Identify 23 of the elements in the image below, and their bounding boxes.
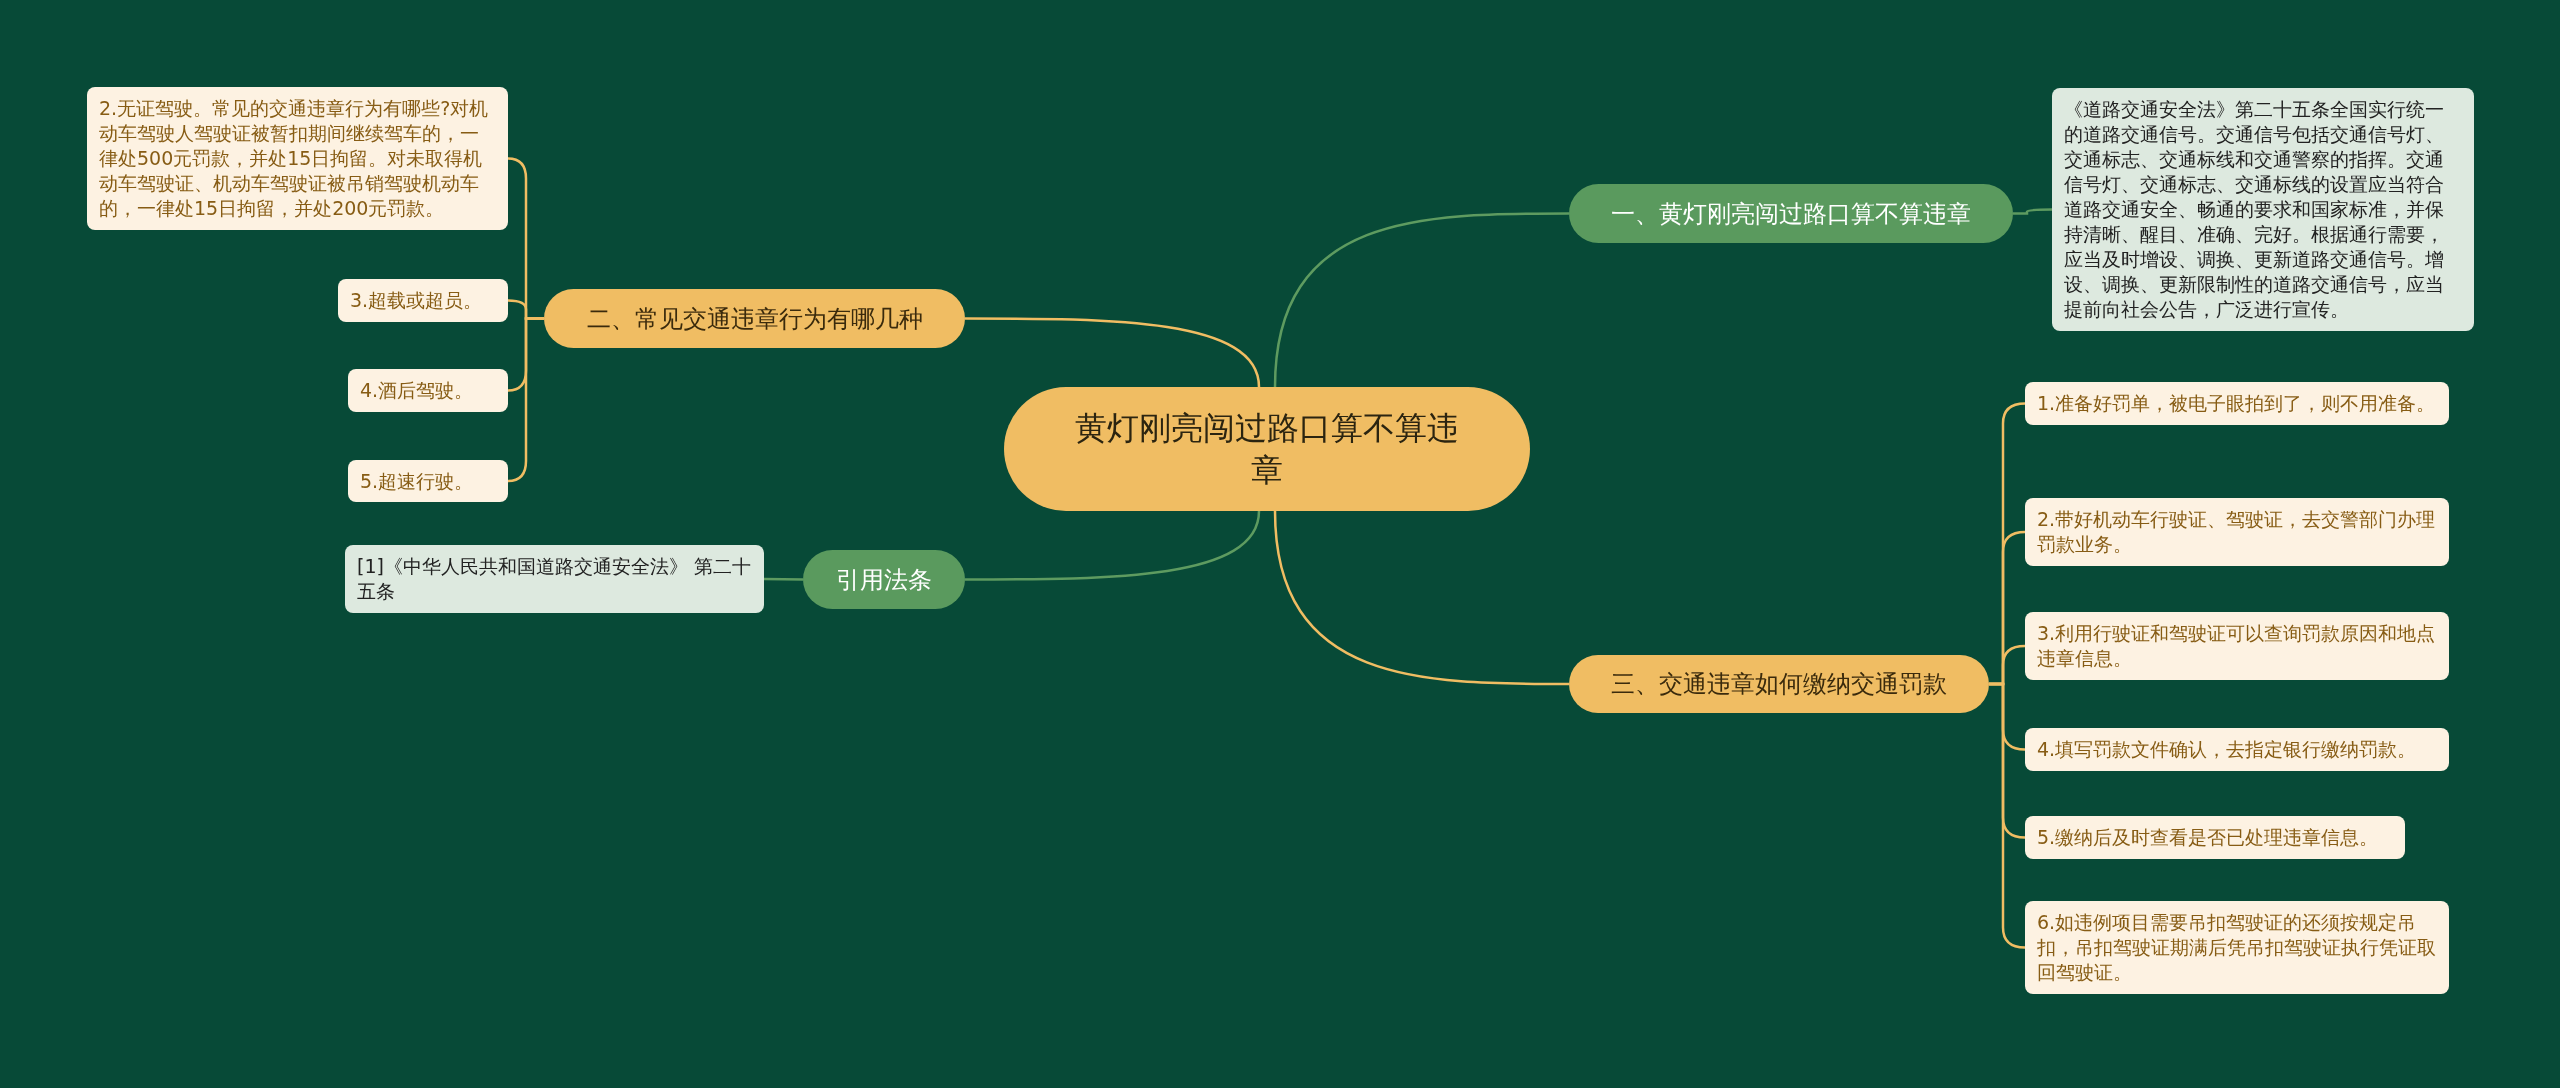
subtopic-card: 3.超载或超员。 [338,279,508,322]
subtopic-card: 6.如违例项目需要吊扣驾驶证的还须按规定吊扣，吊扣驾驶证期满后凭吊扣驾驶证执行凭证取回驾驶证。 [2025,901,2449,994]
connector-line [965,510,1261,581]
connector-line [2013,208,2052,215]
subtopic-card: 4.酒后驾驶。 [348,369,508,412]
subtopic-card: 3.利用行驶证和驾驶证可以查询罚款原因和地点违章信息。 [2025,612,2449,680]
subtopic-card: 2.带好机动车行驶证、驾驶证，去交警部门办理罚款业务。 [2025,498,2449,566]
subtopic-card: 5.缴纳后及时查看是否已处理违章信息。 [2025,816,2405,859]
subtopic-card: 4.填写罚款文件确认，去指定银行缴纳罚款。 [2025,728,2449,771]
branch-topic: 引用法条 [803,550,965,609]
note-card: 《道路交通安全法》第二十五条全国实行统一的道路交通信号。交通信号包括交通信号灯、交通标志、交通标线和交通警察的指挥。交通信号灯、交通标志、交通标线的设置应当符合道路交通安全、畅通的要求和国家标准，并保持清晰、醒目、准确、完好。根据通行需要，应当及时增设、调换、更新道路交通信号。增设、调换、更新限制性的道路交通信号，应当提前向社会公告，广泛进行宣传。 [2052,88,2474,331]
subtopic-card: 1.准备好罚单，被电子眼拍到了，则不用准备。 [2025,382,2449,425]
connector-line [965,317,1261,388]
branch-topic: 三、交通违章如何缴纳交通罚款 [1569,655,1989,713]
connector-line [1273,212,1569,388]
note-card: [1]《中华人民共和国道路交通安全法》 第二十五条 [345,545,764,613]
branch-topic: 一、黄灯刚亮闯过路口算不算违章 [1569,184,2013,243]
subtopic-card: 2.无证驾驶。常见的交通违章行为有哪些?对机动车驾驶人驾驶证被暂扣期间继续驾车的，一律处500元罚款，并处15日拘留。对未取得机动车驾驶证、机动车驾驶证被吊销驾驶机动车的，一律处15日拘留，并处200元罚款。 [87,87,508,230]
connector-line [1273,510,1569,686]
subtopic-card: 5.超速行驶。 [348,460,508,502]
connector-line [764,577,803,581]
branch-topic: 二、常见交通违章行为有哪几种 [544,289,965,348]
central-topic: 黄灯刚亮闯过路口算不算违章 [1004,387,1530,511]
